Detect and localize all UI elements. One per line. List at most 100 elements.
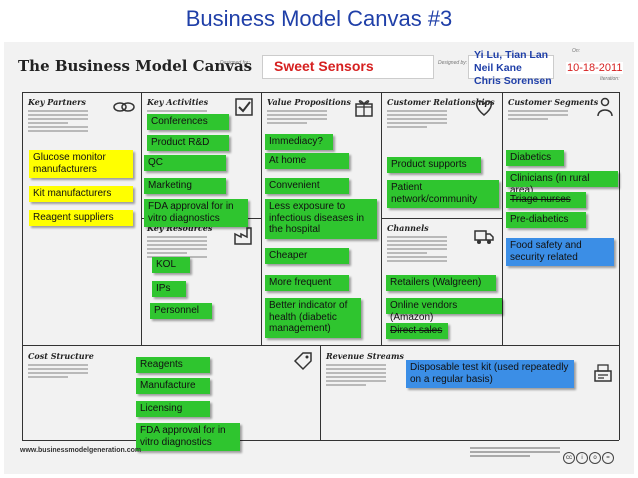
sticky-text: QC — [148, 157, 163, 168]
sticky-reagents[interactable]: Reagents — [136, 357, 210, 373]
section-title-channels: Channels — [387, 223, 429, 233]
designed-for-value: Sweet Sensors — [274, 58, 374, 74]
sa-icon: o — [589, 452, 601, 464]
sticky-clinicians[interactable]: Clinicians (in rural area) — [506, 171, 618, 196]
sticky-triage-nurses[interactable]: Triage nurses — [506, 192, 586, 208]
sticky-better-indicator[interactable]: Better indicator of health (diabetic man… — [265, 298, 361, 338]
sticky-text: Kit manufacturers — [33, 188, 112, 199]
sticky-licensing[interactable]: Licensing — [136, 401, 210, 417]
designed-by-name-2: Neil Kane — [474, 62, 522, 74]
sticky-glucose-monitor-manufacturers[interactable]: Glucose monitor manufacturers — [29, 150, 133, 178]
section-title-customer-relationships: Customer Relationships — [387, 97, 495, 107]
activities-check-icon — [233, 96, 255, 118]
sticky-text: Manufacture — [140, 380, 196, 391]
sticky-text: Online vendors (Amazon) — [390, 300, 458, 323]
sticky-cheaper[interactable]: Cheaper — [265, 248, 349, 264]
designed-by-field[interactable] — [468, 55, 554, 79]
slide-title: Business Model Canvas #3 — [185, 6, 453, 31]
partners-link-icon — [113, 96, 135, 118]
grid-left-line — [22, 92, 23, 440]
sticky-fda-approval-cost[interactable]: FDA approval for in vitro diagnostics — [136, 423, 240, 451]
sticky-qc[interactable]: QC — [144, 155, 226, 171]
sticky-text: Licensing — [140, 403, 183, 414]
grid-right-line — [619, 92, 620, 440]
sticky-at-home[interactable]: At home — [265, 153, 349, 169]
sticky-text: Better indicator of health (diabetic man… — [269, 300, 348, 334]
sticky-more-frequent[interactable]: More frequent — [265, 275, 349, 291]
sticky-retailers[interactable]: Retailers (Walgreen) — [386, 275, 496, 291]
designed-by-name-3: Chris Sorensen — [474, 75, 552, 87]
by-icon: i — [576, 452, 588, 464]
sticky-convenient[interactable]: Convenient — [265, 178, 349, 194]
sticky-prediabetics[interactable]: Pre-diabetics — [506, 212, 586, 228]
designed-by-label: Designed by: — [438, 60, 468, 66]
sticky-text: Personnel — [154, 305, 200, 316]
section-title-value-propositions: Value Propositions — [267, 97, 351, 107]
sticky-kit-manufacturers[interactable]: Kit manufacturers — [29, 186, 133, 202]
sticky-product-rd[interactable]: Product R&D — [147, 135, 229, 151]
grid-bottom-line — [22, 440, 619, 441]
sticky-text: Retailers (Walgreen) — [390, 277, 482, 288]
divider-relationships — [502, 92, 503, 345]
cost-structure-questions — [28, 364, 88, 380]
sticky-text: Reagent suppliers — [33, 212, 114, 223]
on-label: On: — [572, 48, 581, 54]
sticky-text: Disposable test kit (used repeatedly on … — [410, 362, 569, 385]
sticky-online-vendors[interactable]: Online vendors (Amazon) — [386, 298, 502, 323]
revenue-streams-questions — [326, 364, 386, 388]
designed-for-field[interactable] — [262, 55, 434, 79]
sticky-disposable-test-kit[interactable]: Disposable test kit (used repeatedly on … — [406, 360, 574, 388]
sticky-product-supports[interactable]: Product supports — [387, 157, 481, 173]
sticky-text: Product R&D — [151, 137, 210, 148]
sticky-text: Diabetics — [510, 152, 552, 163]
nd-icon: = — [602, 452, 614, 464]
sticky-text: Direct sales — [390, 325, 443, 336]
footer-url: www.businessmodelgeneration.com — [20, 447, 142, 454]
sticky-text: At home — [269, 155, 307, 166]
key-partners-questions — [28, 110, 88, 134]
resources-factory-icon — [233, 224, 255, 246]
canvas-title: The Business Model Canvas — [18, 57, 253, 75]
sticky-personnel[interactable]: Personnel — [150, 303, 212, 319]
sticky-text: Convenient — [269, 180, 320, 191]
iteration-label: Iteration: — [600, 76, 620, 82]
sticky-text: Pre-diabetics — [510, 214, 569, 225]
sticky-patient-network[interactable]: Patient network/community — [387, 180, 499, 208]
sticky-text: FDA approval for in vitro diagnostics — [148, 201, 234, 224]
sticky-conferences[interactable]: Conferences — [147, 114, 229, 130]
divider-relationships-channels — [381, 218, 502, 219]
date-value: 10-18-2011 — [566, 62, 624, 74]
sticky-text: More frequent — [269, 277, 332, 288]
designed-for-label: Designed for: — [220, 60, 250, 66]
section-title-revenue-streams: Revenue Streams — [326, 351, 404, 361]
sticky-reagent-suppliers[interactable]: Reagent suppliers — [29, 210, 133, 226]
sticky-text: Food safety and security related — [510, 240, 582, 263]
value-propositions-questions — [267, 110, 327, 126]
customer-segments-questions — [508, 110, 568, 122]
sticky-diabetics[interactable]: Diabetics — [506, 150, 564, 166]
sticky-text: IPs — [156, 283, 171, 294]
section-title-cost-structure: Cost Structure — [28, 351, 94, 361]
sticky-food-safety[interactable]: Food safety and security related — [506, 238, 614, 266]
sticky-text: FDA approval for in vitro diagnostics — [140, 425, 226, 448]
section-title-key-activities: Key Activities — [147, 97, 209, 107]
sticky-kol[interactable]: KOL — [152, 257, 190, 273]
sticky-marketing[interactable]: Marketing — [144, 178, 226, 194]
sticky-less-exposure[interactable]: Less exposure to infectious diseases in … — [265, 199, 377, 239]
section-title-key-partners: Key Partners — [28, 97, 86, 107]
sticky-manufacture[interactable]: Manufacture — [136, 378, 210, 394]
segments-people-icon — [594, 96, 616, 118]
sticky-text: Reagents — [140, 359, 183, 370]
sticky-ips[interactable]: IPs — [152, 281, 186, 297]
cost-tag-icon — [292, 350, 314, 372]
sticky-text: KOL — [156, 259, 177, 270]
sticky-fda-approval-activities[interactable]: FDA approval for in vitro diagnostics — [144, 199, 248, 227]
sticky-text: Less exposure to infectious diseases in … — [269, 201, 365, 235]
grid-top-line — [22, 92, 619, 93]
channels-questions — [387, 236, 447, 264]
section-title-key-resources: Key Resources — [147, 223, 213, 233]
sticky-direct-sales[interactable]: Direct sales — [386, 323, 448, 339]
sticky-immediacy[interactable]: Immediacy? — [265, 134, 333, 150]
channels-truck-icon — [473, 224, 495, 246]
